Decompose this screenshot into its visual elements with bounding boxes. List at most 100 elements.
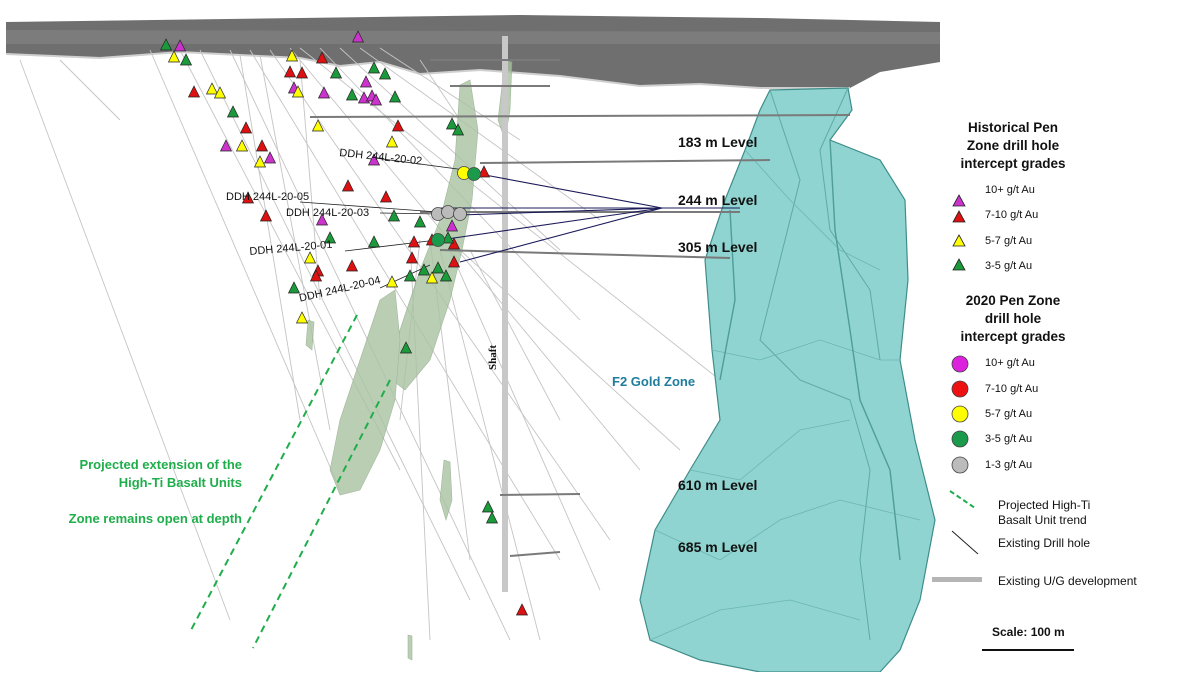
historical-intercept-triangle [179,53,193,66]
historical-intercept-triangle [515,603,529,616]
historical-intercept-triangle [329,66,343,79]
historical-intercept-triangle [167,50,181,63]
legend-2020-title-line3: intercept grades [960,329,1066,344]
historical-intercept-triangle [239,121,253,134]
intercepts-2020 [431,166,481,247]
historical-intercept-triangle [263,151,277,164]
historical-intercept-triangle [213,86,227,99]
zone-open-note: Zone remains open at depth [68,511,242,526]
historical-intercept-triangle [187,85,201,98]
legend-historical-5-7: 5-7 g/t Au [985,235,1033,247]
historical-intercept-triangle [159,38,173,51]
historical-intercept-triangle [447,237,461,250]
projected-extension-line2: High-Ti Basalt Units [118,475,242,490]
legend-circle-3-5 [951,430,969,448]
f2-gold-zone-label: F2 Gold Zone [612,374,696,389]
historical-intercept-triangle [417,263,431,276]
historical-intercept-triangle [345,88,359,101]
legend-historical-title-line3: intercept grades [960,156,1066,171]
legend-circle-5-7 [951,405,969,423]
historical-intercept-triangle [403,269,417,282]
historical-intercept-triangle [351,30,365,43]
historical-intercept-triangle [405,251,419,264]
intercept-2020-circle [453,207,467,221]
intercept-2020-circle [431,233,445,247]
legend-trend-line [949,490,976,509]
historical-intercept-triangle [367,61,381,74]
legend-drill-line [951,530,979,555]
intercept-2020-circle [467,167,481,181]
historical-intercept-triangle [253,155,267,168]
legend-2020-7-10: 7-10 g/t Au [985,383,1039,395]
historical-intercept-triangle [413,215,427,228]
underground-development [309,59,851,557]
level-label-610: 610 m Level [678,477,758,493]
legend-triangle-5-7 [952,234,966,247]
historical-intercept-triangle [388,90,402,103]
historical-intercept-triangle [451,123,465,136]
legend-historical-title-line2: Zone drill hole [966,138,1060,153]
historical-intercept-triangle [391,119,405,132]
level-label-685: 685 m Level [678,539,758,555]
historical-intercept-triangle [431,261,445,274]
legend-2020-title: 2020 Pen Zone drill hole intercept grade… [938,292,1088,346]
legend-historical-10plus: 10+ g/t Au [985,184,1035,196]
historical-intercepts [159,30,529,616]
historical-intercept-triangle [387,209,401,222]
shaft-label: Shaft [487,344,499,370]
historical-intercept-triangle [425,271,439,284]
scale-label: Scale: 100 m [992,625,1065,639]
historical-intercept-triangle [315,51,329,64]
historical-intercept-triangle [481,500,495,513]
historical-intercept-triangle [309,269,323,282]
historical-intercept-triangle [323,231,337,244]
historical-intercept-triangle [367,235,381,248]
legend-2020-title-line2: drill hole [984,311,1042,326]
high-ti-basalt-lenses [305,59,513,661]
legend-historical-title-line1: Historical Pen [967,120,1059,135]
historical-intercept-triangle [341,179,355,192]
historical-intercept-triangle [226,105,240,118]
historical-intercept-triangle [359,75,373,88]
legend-2020-1-3: 1-3 g/t Au [985,459,1033,471]
intercept-2020-circle [441,205,455,219]
historical-intercept-triangle [295,66,309,79]
historical-intercept-triangle [379,190,393,203]
legend-trend-label-line1: Projected High-Ti [998,498,1091,512]
historical-intercept-triangle [311,119,325,132]
historical-intercept-triangle [295,311,309,324]
level-label-305: 305 m Level [678,239,758,255]
legend-historical-title: Historical Pen Zone drill hole intercept… [938,119,1088,173]
historical-intercept-triangle [445,219,459,232]
historical-intercept-triangle [219,139,233,152]
legend-ug-dev-label: Existing U/G development [998,574,1137,588]
historical-intercept-triangle [447,255,461,268]
historical-intercept-triangle [345,259,359,272]
legend-triangle-10plus [952,194,966,207]
projected-extension-line1: Projected extension of the [79,457,242,472]
legend-historical-3-5: 3-5 g/t Au [985,260,1033,272]
historical-intercept-triangle [259,209,273,222]
historical-intercept-triangle [283,65,297,78]
legend-circle-7-10 [951,380,969,398]
legend-2020-10plus: 10+ g/t Au [985,357,1035,369]
historical-intercept-triangle [441,231,455,244]
historical-intercept-triangle [255,139,269,152]
historical-intercept-triangle [235,139,249,152]
historical-intercept-triangle [287,281,301,294]
historical-intercept-triangle [407,235,421,248]
historical-intercept-triangle [285,49,299,62]
existing-drill-holes [19,47,721,641]
shaft [502,36,508,592]
historical-intercept-triangle [385,275,399,288]
hole-2020-traces [439,174,740,263]
historical-intercept-triangle [173,39,187,52]
historical-intercept-triangle [385,135,399,148]
historical-intercept-triangle [369,93,383,106]
surface-topography [5,15,940,89]
legend-historical-7-10: 7-10 g/t Au [985,209,1039,221]
legend-circle-1-3 [951,456,969,474]
historical-intercept-triangle [317,86,331,99]
